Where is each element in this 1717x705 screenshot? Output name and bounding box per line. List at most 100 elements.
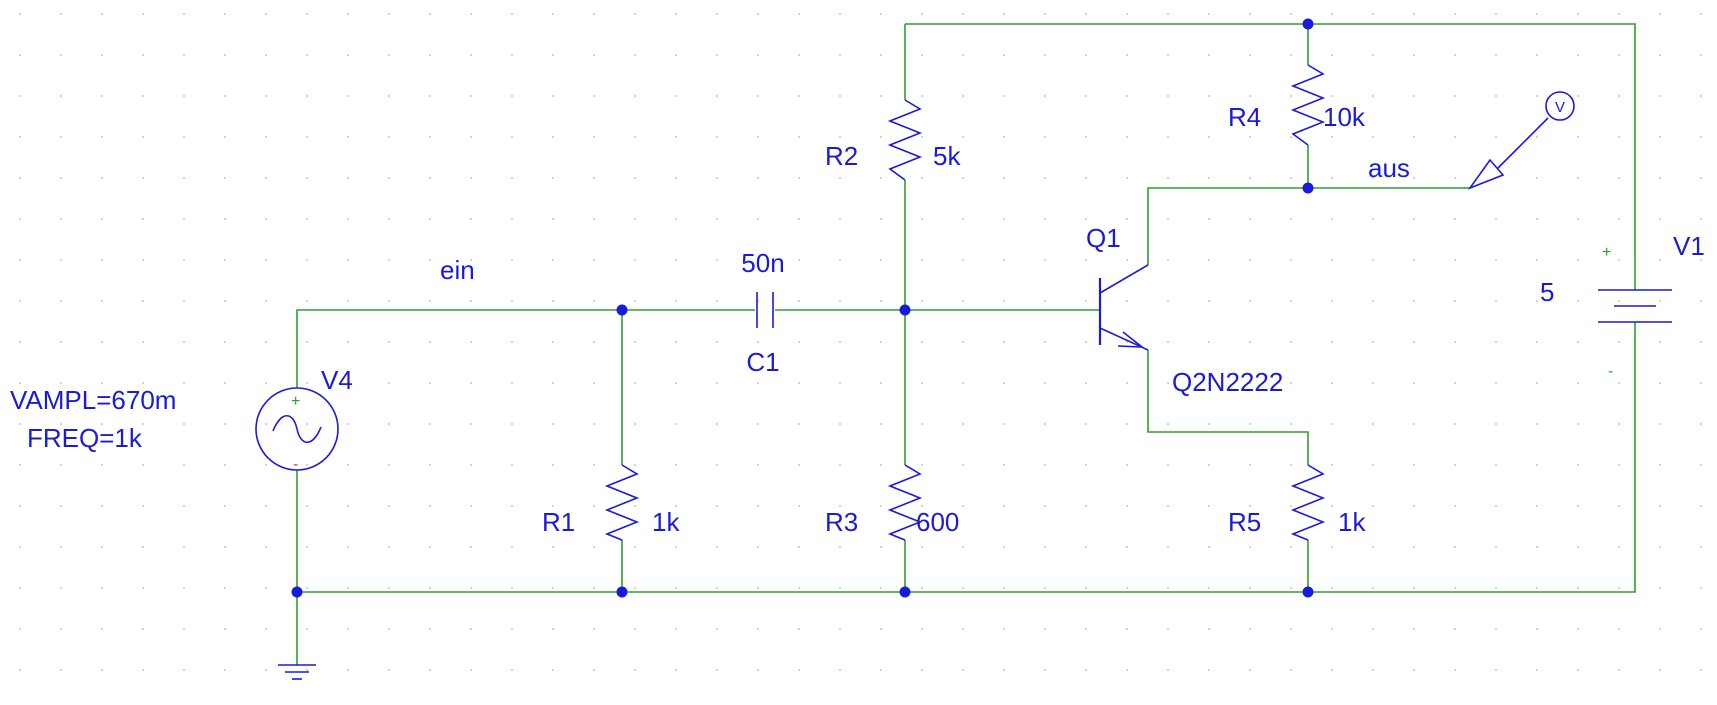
grid-dot (839, 669, 841, 671)
grid-dot (962, 587, 964, 589)
grid-dot (962, 382, 964, 384)
grid-dot (1167, 300, 1169, 302)
grid-dot (962, 54, 964, 56)
grid-dot (224, 587, 226, 589)
grid-dot (1618, 505, 1620, 507)
grid-dot (880, 546, 882, 548)
grid-dot (1331, 95, 1333, 97)
grid-dot (1167, 546, 1169, 548)
grid-dot (511, 54, 513, 56)
grid-dot (1618, 546, 1620, 548)
grid-dot (1700, 13, 1702, 15)
grid-dot (470, 177, 472, 179)
grid-dot (1290, 177, 1292, 179)
grid-dot (593, 628, 595, 630)
grid-dot (1290, 54, 1292, 56)
grid-dot (1659, 546, 1661, 548)
grid-dot (962, 177, 964, 179)
grid-dot (757, 382, 759, 384)
grid-dot (1700, 546, 1702, 548)
grid-dot (101, 54, 103, 56)
grid-dot (962, 259, 964, 261)
grid-dot (552, 423, 554, 425)
grid-dot (1700, 54, 1702, 56)
grid-dot (552, 177, 554, 179)
grid-dot (675, 464, 677, 466)
grid-dot (1331, 587, 1333, 589)
grid-dot (1044, 136, 1046, 138)
grid-dot (716, 505, 718, 507)
wires (296, 23, 1636, 665)
grid-dot (60, 546, 62, 548)
grid-dot (552, 300, 554, 302)
v4-freq: FREQ=1k (27, 423, 143, 453)
grid-dot (593, 54, 595, 56)
grid-dot (470, 218, 472, 220)
grid-dot (757, 669, 759, 671)
grid-dot (470, 13, 472, 15)
grid-dot (1331, 505, 1333, 507)
grid-dot (1290, 669, 1292, 671)
grid-dot (183, 382, 185, 384)
grid-dot (60, 136, 62, 138)
grid-dot (798, 341, 800, 343)
v1-value: 5 (1540, 277, 1554, 307)
grid-dot (183, 259, 185, 261)
grid-dot (1126, 669, 1128, 671)
grid-dot (1290, 259, 1292, 261)
grid-dot (1454, 341, 1456, 343)
grid-dot (1044, 587, 1046, 589)
grid-dot (839, 218, 841, 220)
grid-dot (511, 464, 513, 466)
grid-dot (1372, 95, 1374, 97)
grid-dot (1577, 300, 1579, 302)
grid-dot (429, 628, 431, 630)
grid-dot (429, 136, 431, 138)
grid-dot (306, 464, 308, 466)
grid-dot (716, 218, 718, 220)
grid-dot (1495, 423, 1497, 425)
grid-dot (634, 136, 636, 138)
grid-dot (921, 669, 923, 671)
grid-dot (1085, 54, 1087, 56)
grid-dot (388, 259, 390, 261)
grid-dot (1249, 587, 1251, 589)
grid-dot (1003, 218, 1005, 220)
grid-dot (511, 136, 513, 138)
grid-dot (1659, 259, 1661, 261)
grid-dot (388, 423, 390, 425)
r3-ref: R3 (825, 507, 858, 537)
grid-dot (1003, 54, 1005, 56)
grid-dot (388, 628, 390, 630)
grid-dot (1044, 95, 1046, 97)
grid-dot (1126, 587, 1128, 589)
grid-dot (224, 95, 226, 97)
grid-dot (634, 259, 636, 261)
grid-dot (1577, 341, 1579, 343)
grid-dot (511, 423, 513, 425)
voltage-probe-marker (1467, 158, 1505, 190)
grid-dot (962, 423, 964, 425)
grid-dot (1577, 54, 1579, 56)
grid-dot (716, 546, 718, 548)
grid-dot (1495, 464, 1497, 466)
grid-dot (1085, 341, 1087, 343)
grid-dot (1495, 95, 1497, 97)
grid-dot (1003, 13, 1005, 15)
grid-dot (1413, 136, 1415, 138)
grid-dot (1167, 177, 1169, 179)
grid-dot (1167, 669, 1169, 671)
grid-dot (675, 423, 677, 425)
grid-dot (183, 136, 185, 138)
grid-dot (1290, 13, 1292, 15)
grid-dot (1290, 505, 1292, 507)
grid-dot (921, 382, 923, 384)
grid-dot (1659, 341, 1661, 343)
grid-dot (1044, 669, 1046, 671)
grid-dot (1249, 177, 1251, 179)
grid-dot (1003, 136, 1005, 138)
grid-dot (921, 13, 923, 15)
grid-dot (634, 54, 636, 56)
grid-dot (1659, 423, 1661, 425)
